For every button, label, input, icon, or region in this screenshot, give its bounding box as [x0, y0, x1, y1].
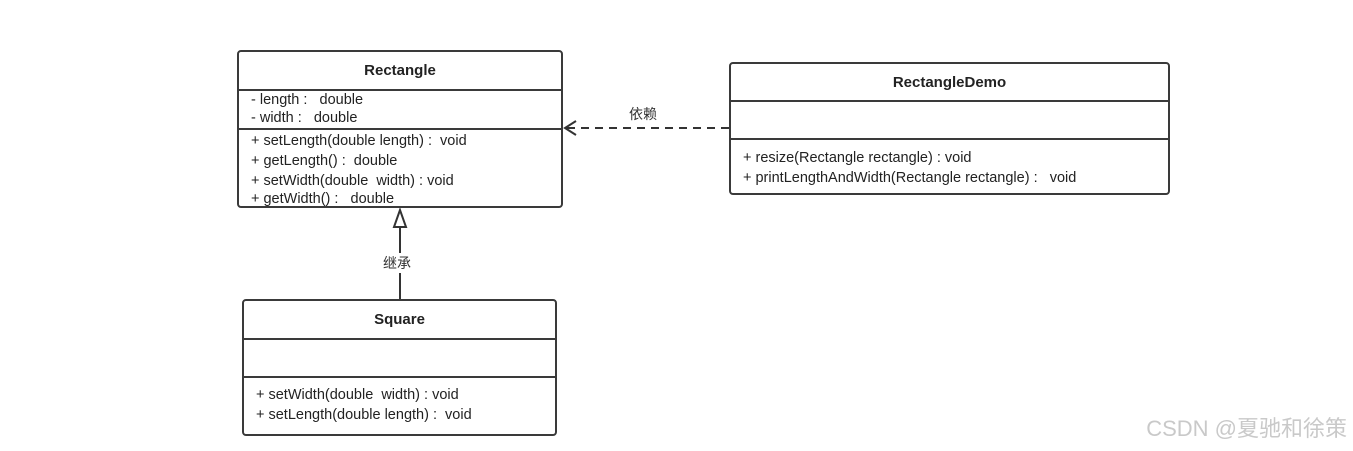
- methods-section: + setLength(double length) : void + getL…: [239, 130, 561, 208]
- attribute: - width : double: [251, 110, 358, 126]
- attributes-section: - length : double - width : double: [239, 91, 561, 130]
- inheritance-label: 继承: [383, 253, 411, 273]
- method: + setLength(double length) : void: [256, 407, 472, 423]
- attributes-section: [244, 340, 555, 378]
- class-name: Square: [244, 301, 555, 340]
- method: + printLengthAndWidth(Rectangle rectangl…: [743, 170, 1077, 186]
- attribute: - length : double: [251, 92, 364, 108]
- class-square[interactable]: Square + setWidth(double width) : void +…: [242, 299, 557, 436]
- inheritance-arrowhead: [392, 206, 408, 228]
- method: + setWidth(double width) : void: [251, 173, 454, 189]
- method: + setWidth(double width) : void: [256, 387, 459, 403]
- class-name: Rectangle: [239, 52, 561, 91]
- class-rectangle[interactable]: Rectangle - length : double - width : do…: [237, 50, 563, 208]
- dependency-arrowhead: [563, 120, 577, 136]
- method: + resize(Rectangle rectangle) : void: [743, 150, 972, 166]
- methods-section: + setWidth(double width) : void + setLen…: [244, 378, 555, 425]
- method: + getWidth() : double: [251, 191, 395, 207]
- dependency-label: 依赖: [629, 104, 657, 124]
- method: + setLength(double length) : void: [251, 133, 467, 149]
- watermark: CSDN @夏驰和徐策: [1146, 416, 1347, 441]
- class-rectangle-demo[interactable]: RectangleDemo + resize(Rectangle rectang…: [729, 62, 1170, 195]
- method: + getLength() : double: [251, 153, 398, 169]
- class-name: RectangleDemo: [731, 64, 1168, 102]
- attributes-section: [731, 102, 1168, 140]
- methods-section: + resize(Rectangle rectangle) : void + p…: [731, 140, 1168, 188]
